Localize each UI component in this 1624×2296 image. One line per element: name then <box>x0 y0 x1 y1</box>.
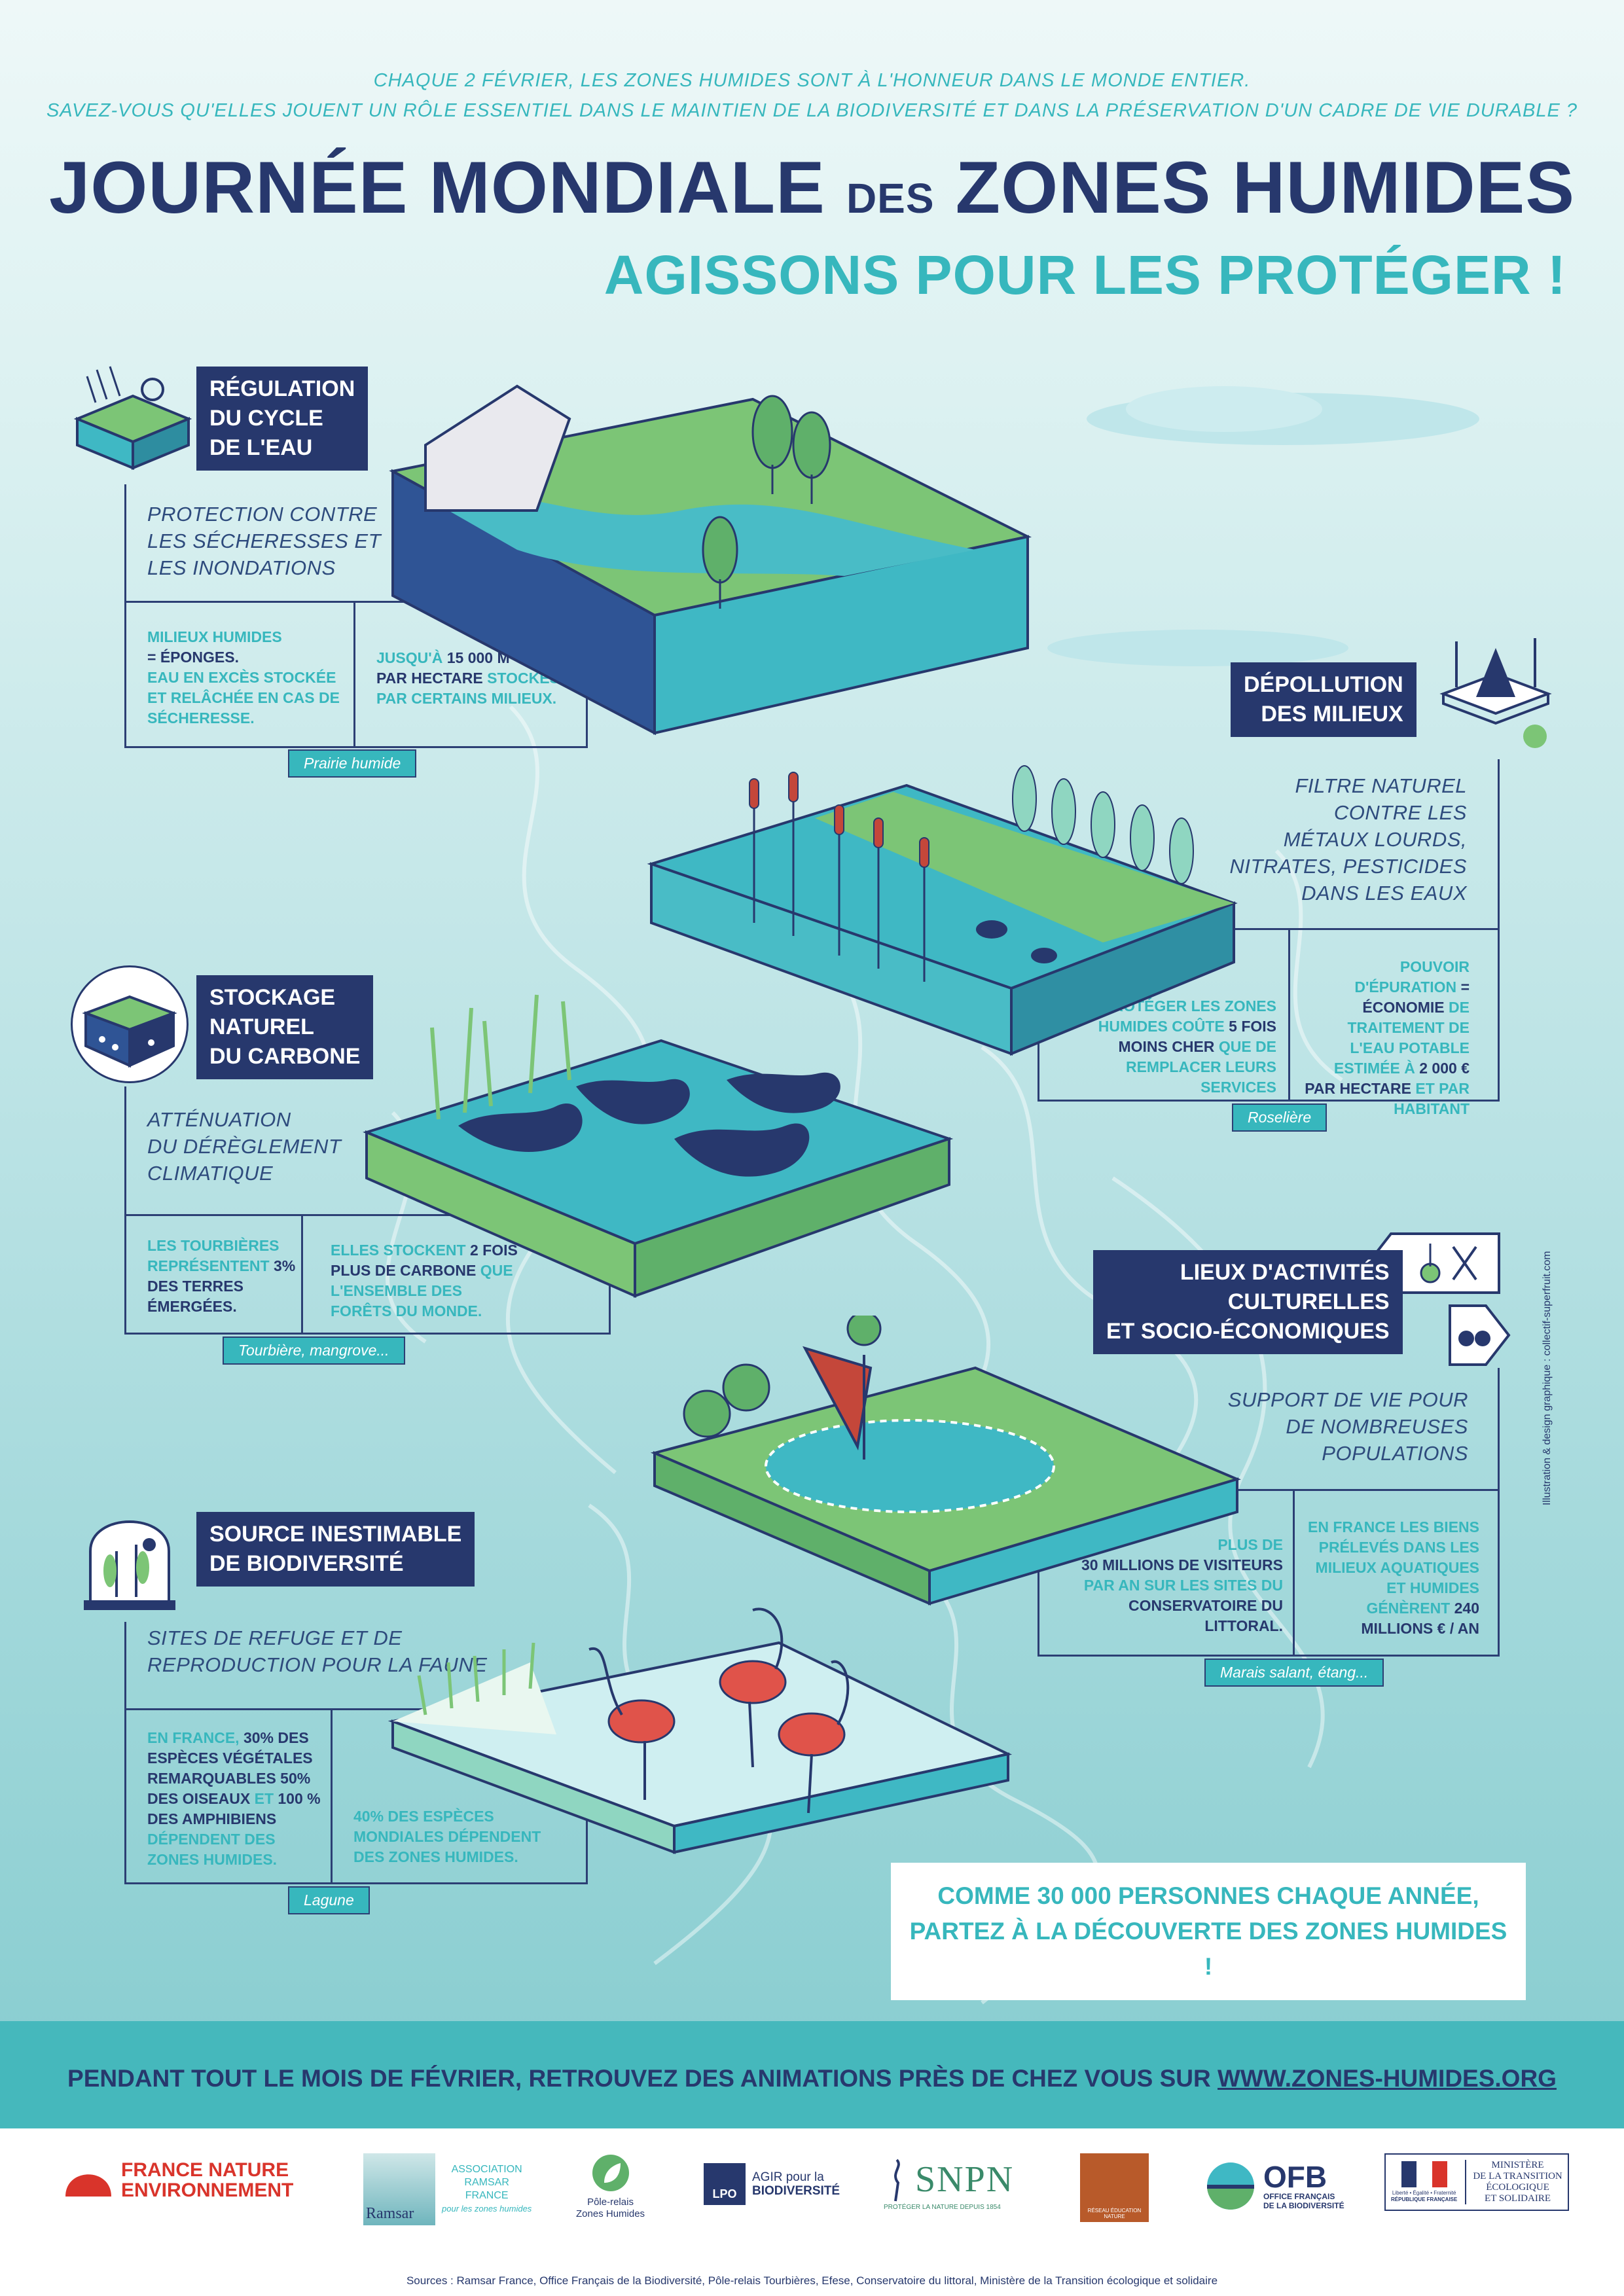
intro-text: CHAQUE 2 FÉVRIER, LES ZONES HUMIDES SONT… <box>0 65 1624 126</box>
cta-line-2: PARTEZ À LA DÉCOUVERTE DES ZONES HUMIDES… <box>909 1918 1507 1980</box>
section-water-description: PROTECTION CONTRE LES SÉCHERESSES ET LES… <box>147 503 382 579</box>
section-carbon-description: ATTÉNUATION DU DÉRÈGLEMENT CLIMATIQUE <box>147 1108 342 1185</box>
section-activities-fact-2: EN FRANCE LES BIENS PRÉLEVÉS DANS LES MI… <box>1308 1518 1479 1637</box>
leaf-icon <box>592 2155 629 2191</box>
cloud-illustration <box>1087 386 1479 445</box>
section-carbon-fact-1: LES TOURBIÈRES REPRÉSENTENT 3% DES TERRE… <box>147 1237 296 1315</box>
lagoon-flamingos-illustration <box>388 1607 1013 1854</box>
habitat-label-tourbiere: Tourbière, mangrove... <box>223 1336 405 1365</box>
ofb-globe-icon <box>1207 2162 1254 2210</box>
band-message: PENDANT TOUT LE MOIS DE FÉVRIER, RETROUV… <box>67 2065 1211 2092</box>
water-cycle-icon <box>73 366 192 470</box>
title-part-1: JOURNÉE MONDIALE <box>48 147 825 228</box>
peat-bog-illustration <box>363 994 954 1299</box>
salt-marsh-illustration <box>650 1316 1241 1606</box>
logo-pole-relais: Pôle-relais Zones Humides <box>576 2153 645 2220</box>
biodiversity-icon <box>71 1499 189 1617</box>
section-biodiversity-fact-1: EN FRANCE, 30% DES ESPÈCES VÉGÉTALES REM… <box>147 1729 321 1868</box>
section-activities-fact-1: PLUS DE 30 MILLIONS DE VISITEURS PAR AN … <box>1081 1536 1283 1634</box>
section-activities-title: LIEUX D'ACTIVITÉS CULTURELLES ET SOCIO-É… <box>1093 1250 1403 1354</box>
logo-ministere: Liberté • Égalité • Fraternité RÉPUBLIQU… <box>1384 2153 1569 2211</box>
hedgehog-icon <box>65 2174 111 2197</box>
section-biodiversity-fact-2: 40% DES ESPÈCES MONDIALES DÉPENDENT DES … <box>353 1808 541 1865</box>
logo-ofb: OFB OFFICE FRANÇAIS DE LA BIODIVERSITÉ <box>1204 2160 1344 2212</box>
habitat-label-roseliere: Roselière <box>1232 1103 1327 1132</box>
wet-meadow-illustration <box>389 384 1032 736</box>
bottom-band-text: PENDANT TOUT LE MOIS DE FÉVRIER, RETROUV… <box>0 2065 1624 2092</box>
carbon-icon <box>71 965 189 1083</box>
section-activities-description: SUPPORT DE VIE POUR DE NOMBREUSES POPULA… <box>1227 1388 1468 1465</box>
section-biodiversity-title: SOURCE INESTIMABLE DE BIODIVERSITÉ <box>196 1512 475 1587</box>
reed-bed-illustration <box>647 765 1238 1056</box>
otter-icon: RÉSEAU ÉDUCATION NATURE <box>1080 2153 1149 2222</box>
section-carbon-title: STOCKAGE NATUREL DU CARBONE <box>196 975 374 1079</box>
puffin-icon: LPO <box>704 2163 746 2205</box>
habitat-label-marais: Marais salant, étang... <box>1204 1659 1384 1687</box>
intro-line-1: CHAQUE 2 FÉVRIER, LES ZONES HUMIDES SONT… <box>373 70 1251 91</box>
section-carbon-fact-2: ELLES STOCKENT 2 FOIS PLUS DE CARBONE QU… <box>331 1242 518 1319</box>
intro-line-2: SAVEZ-VOUS QU'ELLES JOUENT UN RÔLE ESSEN… <box>46 100 1578 121</box>
section-depollution-title: DÉPOLLUTION DES MILIEUX <box>1231 662 1416 737</box>
cloud-illustration <box>1047 630 1348 666</box>
depollution-icon <box>1439 638 1552 748</box>
habitat-label-prairie: Prairie humide <box>288 749 417 778</box>
section-biodiversity-description: SITES DE REFUGE ET DE REPRODUCTION POUR … <box>147 1626 488 1676</box>
sources-text: Sources : Ramsar France, Office Français… <box>406 2274 1218 2287</box>
logo-ramsar: Ramsar ASSOCIATION RAMSAR FRANCE pour le… <box>363 2153 532 2225</box>
logo-lpo: LPO AGIR pour la BIODIVERSITÉ <box>704 2163 840 2205</box>
page-subtitle: AGISSONS POUR LES PROTÉGER ! <box>604 244 1566 306</box>
illustration-credit: Illustration & design graphique : collec… <box>1542 1251 1553 1505</box>
section-depollution-fact-2: POUVOIR D'ÉPURATION = ÉCONOMIE DE TRAITE… <box>1305 958 1470 1117</box>
bell-jar-svg <box>84 1520 175 1610</box>
ramsar-mark: Ramsar <box>363 2153 435 2225</box>
website-link[interactable]: WWW.ZONES-HUMIDES.ORG <box>1218 2065 1557 2092</box>
title-des: DES <box>846 175 935 222</box>
section-water-fact-1: MILIEUX HUMIDES = ÉPONGES. EAU EN EXCÈS … <box>147 628 340 726</box>
habitat-label-lagune: Lagune <box>288 1886 370 1914</box>
binoculars-icon <box>1449 1304 1511 1366</box>
logo-snpn: SNPN PROTÉGER LA NATURE DEPUIS 1854 <box>884 2157 1014 2211</box>
section-depollution-description: FILTRE NATUREL CONTRE LES MÉTAUX LOURDS,… <box>1229 774 1467 905</box>
section-depollution-fact-1: PROTÉGER LES ZONES HUMIDES COÛTE 5 FOIS … <box>1098 997 1276 1096</box>
section-water-title: RÉGULATION DU CYCLE DE L'EAU <box>196 367 369 471</box>
heron-icon <box>894 2159 900 2202</box>
logo-fne: FRANCE NATURE ENVIRONNEMENT <box>62 2160 293 2200</box>
call-to-action-box: COMME 30 000 PERSONNES CHAQUE ANNÉE, PAR… <box>891 1863 1526 2000</box>
logo-reseau-education-nature: RÉSEAU ÉDUCATION NATURE <box>1080 2153 1149 2222</box>
bottom-band <box>0 2021 1624 2128</box>
footer-logos <box>0 2128 1624 2296</box>
cta-line-1: COMME 30 000 PERSONNES CHAQUE ANNÉE, <box>937 1882 1479 1909</box>
title-part-2: ZONES HUMIDES <box>955 147 1576 228</box>
marianne-flag-icon <box>1401 2161 1447 2187</box>
carbon-icon-svg <box>77 972 182 1077</box>
page-title: JOURNÉE MONDIALE DES ZONES HUMIDES <box>0 145 1624 230</box>
